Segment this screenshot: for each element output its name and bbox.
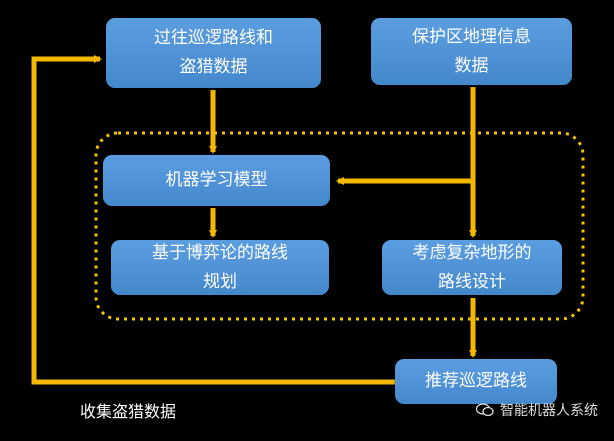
wechat-icon	[476, 403, 494, 417]
watermark-text: 智能机器人系统	[500, 403, 598, 419]
node-recommend-label: 推荐巡逻路线	[425, 371, 527, 391]
node-game-label: 基于博弈论的路线 规划	[152, 242, 288, 292]
arrow-feedback-loop	[31, 55, 396, 385]
group-boundary	[94, 131, 585, 321]
node-ml-label: 机器学习模型	[165, 170, 268, 190]
node-geo-data: 保护区地理信息 数据	[371, 18, 572, 85]
node-geo-label: 保护区地理信息 数据	[412, 26, 531, 76]
node-game-theory: 基于博弈论的路线 规划	[111, 240, 329, 295]
node-terrain-label: 考虑复杂地形的 路线设计	[412, 242, 532, 292]
watermark: 智能机器人系统	[476, 400, 598, 420]
node-history-data: 过往巡逻路线和 盗猎数据	[106, 18, 321, 88]
node-recommend-route: 推荐巡逻路线	[395, 359, 557, 404]
node-terrain-design: 考虑复杂地形的 路线设计	[382, 240, 562, 295]
node-ml-model: 机器学习模型	[103, 155, 330, 206]
edge-label-collect: 收集盗猎数据	[80, 402, 177, 421]
node-history-label: 过往巡逻路线和 盗猎数据	[154, 28, 273, 77]
